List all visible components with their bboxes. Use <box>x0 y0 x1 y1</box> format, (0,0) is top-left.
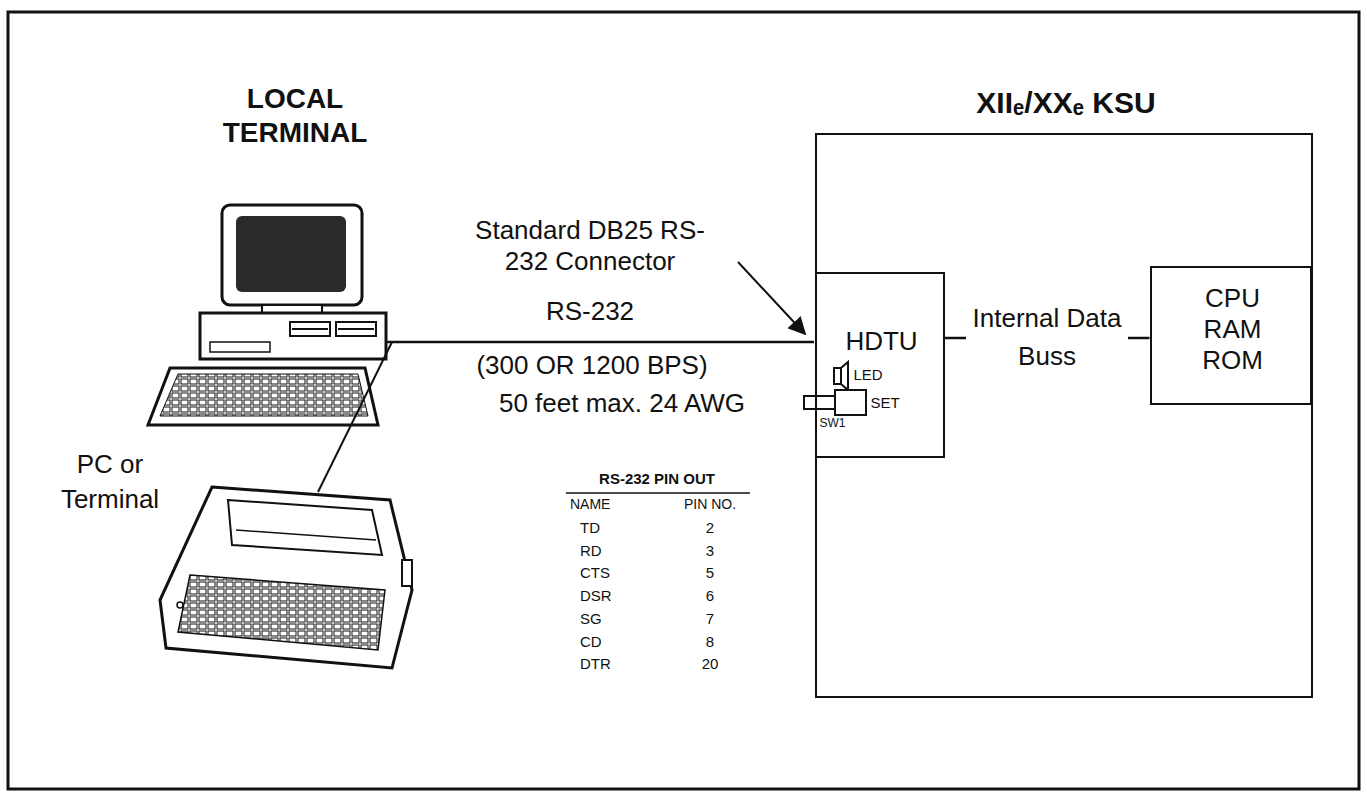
led-label: LED <box>854 366 883 384</box>
pin-number: 20 <box>700 655 721 673</box>
pin-number: 2 <box>704 519 716 537</box>
signal-name: DTR <box>578 655 613 673</box>
led-symbol <box>834 362 848 390</box>
bus-label: Internal Data Buss <box>966 300 1128 375</box>
branch-wire <box>318 342 392 492</box>
switch-lever <box>804 396 835 409</box>
processor-box: CPU RAM ROM <box>1150 266 1312 405</box>
processor-parts: CPU RAM ROM <box>1202 283 1263 377</box>
screen-line <box>236 530 376 540</box>
signal-name: CD <box>578 633 604 651</box>
drive-line <box>292 328 328 330</box>
drive-line <box>338 328 374 330</box>
interface-name: RS-232 <box>544 296 636 327</box>
set-switch <box>835 390 866 415</box>
unit-panel <box>210 342 270 352</box>
terminal-screen <box>228 500 382 555</box>
terminal-keys <box>178 575 385 650</box>
portable-terminal <box>160 487 412 668</box>
signal-name: RD <box>578 542 604 560</box>
switch-label: SET <box>871 394 900 412</box>
pin-number: 6 <box>704 587 716 605</box>
signal-name: CTS <box>578 564 612 582</box>
terminal-caption: PC or Terminal <box>59 447 161 517</box>
unit-name: HDTU <box>845 326 917 357</box>
connector-callout: Standard DB25 RS-232 Connector <box>472 215 708 277</box>
outer-frame <box>8 12 1359 789</box>
monitor-case <box>222 205 362 305</box>
table-header: NAME <box>568 496 612 513</box>
terminal-body <box>160 487 412 668</box>
signal-name: DSR <box>578 587 614 605</box>
table-rule <box>566 492 750 494</box>
connector-leader <box>738 262 805 334</box>
drive-slot <box>290 322 330 336</box>
ksu-cabinet: XIIₑ/XXₑ KSUHDTULEDSETSW1CPU RAM ROM <box>815 133 1313 698</box>
signal-name: SG <box>578 610 604 628</box>
drive-slot <box>336 322 376 336</box>
power-dot <box>177 602 183 608</box>
pin-number: 8 <box>704 633 716 651</box>
pin-number: 3 <box>704 542 716 560</box>
cabinet-heading: XIIₑ/XXₑ KSU <box>976 85 1155 121</box>
cable-spec: 50 feet max. 24 AWG <box>497 388 747 419</box>
system-unit <box>200 313 386 359</box>
hdtu-box: HDTU LED SET SW1 <box>815 272 945 458</box>
keyboard-body <box>148 368 378 425</box>
signal-name: TD <box>578 519 602 537</box>
baud-rate: (300 OR 1200 BPS) <box>474 350 709 381</box>
table-title: RS-232 PIN OUT <box>597 470 717 488</box>
switch-id: SW1 <box>820 416 846 430</box>
rs232-wire <box>386 341 814 344</box>
monitor-screen <box>236 216 346 292</box>
desktop-computer <box>148 205 386 425</box>
pin-number: 5 <box>704 564 716 582</box>
table-header: PIN NO. <box>682 496 738 513</box>
side-knob <box>402 560 412 586</box>
pin-number: 7 <box>704 610 716 628</box>
terminal-heading: LOCAL TERMINAL <box>183 82 407 149</box>
keyboard-keys <box>160 374 368 416</box>
